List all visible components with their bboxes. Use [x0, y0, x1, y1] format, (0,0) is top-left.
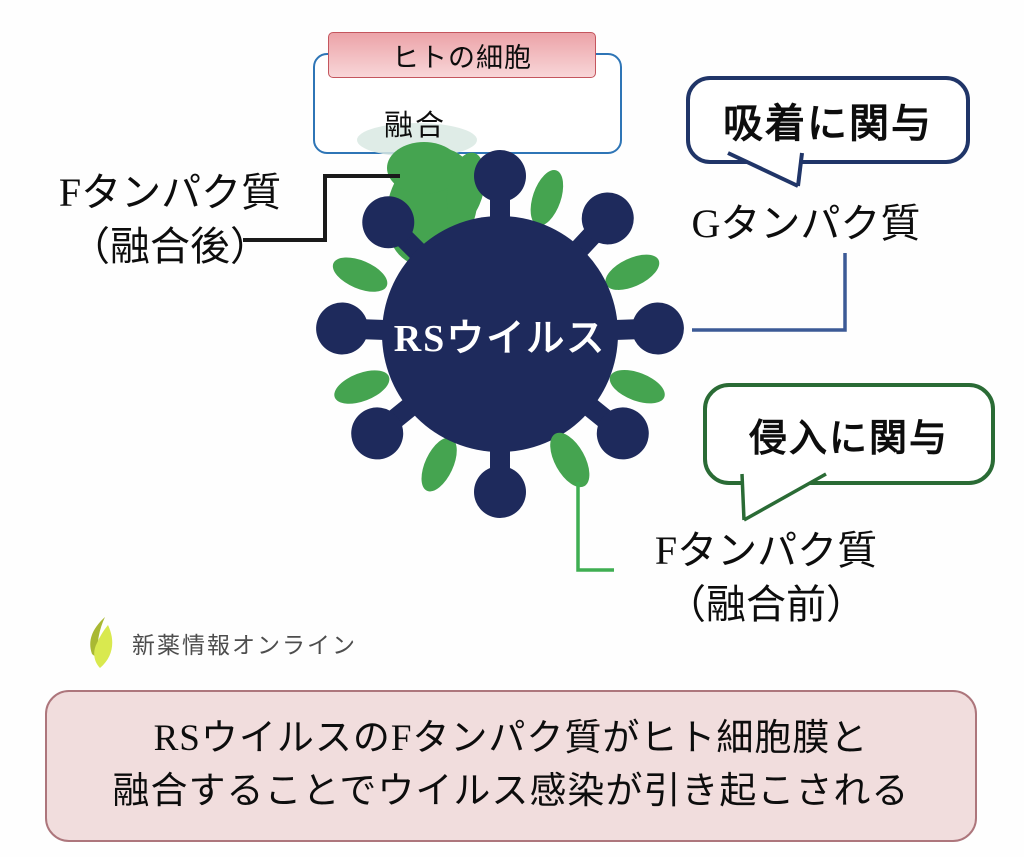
f-post-line1: Fタンパク質 [58, 170, 282, 215]
g-protein-petals [332, 170, 665, 492]
human-cell-header: ヒトの細胞 [328, 32, 596, 78]
f-post-line2: （融合後） [70, 224, 270, 269]
adsorption-callout-bubble: 吸着に関与 [686, 76, 970, 164]
invasion-bubble-tail [740, 472, 827, 522]
f-pre-line2: （融合前） [666, 582, 866, 627]
f-pre-line1: Fタンパク質 [654, 528, 878, 573]
pre-fusion-f-protein-leaf [550, 432, 590, 488]
virus-capsid-circle [382, 216, 618, 452]
f-pre-connector-line [576, 482, 614, 572]
f-protein-post-fusion-label: Fタンパク質 （融合後） [10, 166, 330, 274]
site-logo: 新薬情報オンライン [84, 616, 357, 670]
invasion-callout-bubble: 侵入に関与 [703, 383, 995, 485]
summary-caption-box: RSウイルスのFタンパク質がヒト細胞膜と 融合することでウイルス感染が引き起こさ… [45, 690, 977, 842]
adsorption-bubble-tail [727, 151, 804, 188]
f-post-connector-line [243, 174, 400, 242]
caption-line2: 融合することでウイルス感染が引き起こされる [112, 771, 910, 812]
virus-name-label: RSウイルス [393, 318, 607, 360]
f-protein-pre-fusion-label: Fタンパク質 （融合前） [628, 524, 904, 632]
site-logo-text: 新薬情報オンライン [132, 632, 357, 658]
virus-body [316, 150, 684, 518]
g-protein-label: Gタンパク質 [691, 201, 921, 246]
fusion-label: 融合 [383, 110, 446, 142]
g-protein-connector-line [692, 253, 847, 332]
caption-line1: RSウイルスのFタンパク質がヒト細胞膜と [153, 718, 869, 760]
leaf-icon [90, 617, 113, 668]
